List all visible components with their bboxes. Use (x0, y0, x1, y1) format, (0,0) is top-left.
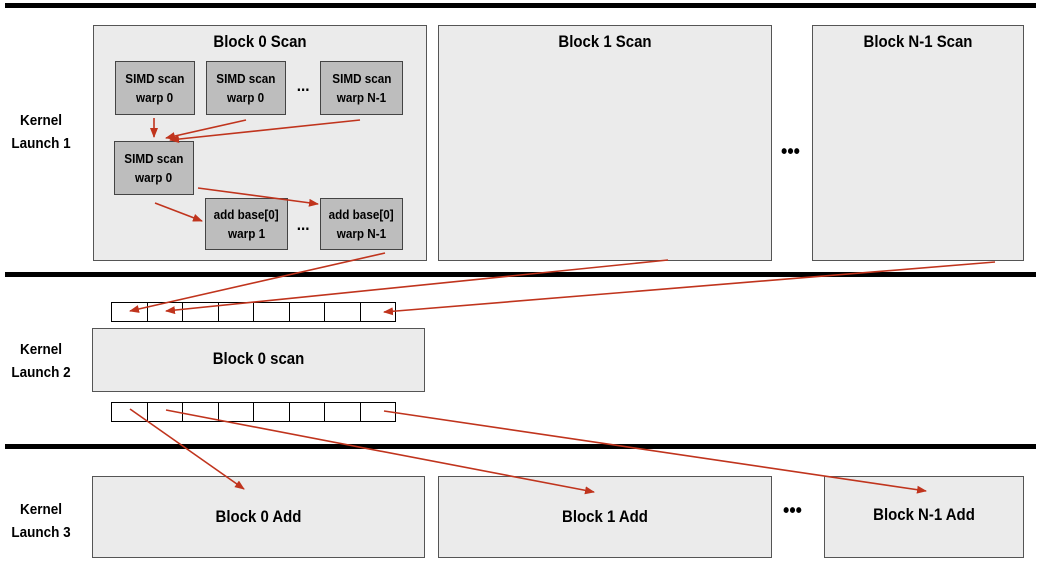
block-sums-array-top (111, 302, 397, 322)
arrow-warpn1-to-combined (169, 119, 361, 144)
block-1-add: Block 1 Add (438, 476, 772, 558)
arrow-block0-total-to-array (129, 252, 386, 313)
block-n-1-add-title: Block N-1 Add (873, 505, 975, 524)
add-base-warp-1: add base[0]warp 1 (205, 198, 288, 250)
arrow-array-to-block0-add (129, 408, 245, 490)
block-1-scan: Block 1 Scan (438, 25, 772, 261)
arrow-blockn1-total-to-array (383, 261, 996, 316)
block-ellipsis-launch3: ••• (783, 500, 802, 522)
block-1-scan-title: Block 1 Scan (558, 32, 652, 51)
block-n-1-scan: Block N-1 Scan (812, 25, 1024, 261)
block-0-scan-launch2: Block 0 scan (92, 328, 425, 392)
block-0-scan-title: Block 0 Scan (213, 32, 307, 51)
divider-launch2-launch3 (5, 444, 1036, 449)
arrow-array-to-blockn1-add (383, 410, 927, 494)
warp-ellipsis-bottom: ... (296, 215, 310, 234)
arrow-block1-total-to-array (165, 259, 669, 315)
array-cell (359, 302, 397, 322)
arrow-warp0b-to-combined (165, 119, 247, 140)
block-sums-array-bottom (111, 402, 397, 422)
warp-ellipsis-top: ... (296, 76, 310, 95)
arrow-array-to-block1-add (165, 409, 595, 495)
add-base-warp-n-1: add base[0]warp N-1 (320, 198, 403, 250)
arrow-combined-to-addbase-1 (154, 202, 203, 222)
block-n-1-scan-title: Block N-1 Scan (863, 32, 973, 51)
block-0-add: Block 0 Add (92, 476, 425, 558)
block-ellipsis-launch1: ••• (781, 141, 800, 163)
block-0-add-title: Block 0 Add (215, 507, 302, 526)
block-1-add-title: Block 1 Add (562, 507, 648, 526)
arrow-combined-to-addbase-n1 (197, 187, 319, 207)
block-0-scan-launch2-title: Block 0 scan (212, 349, 305, 368)
top-divider (5, 3, 1036, 8)
